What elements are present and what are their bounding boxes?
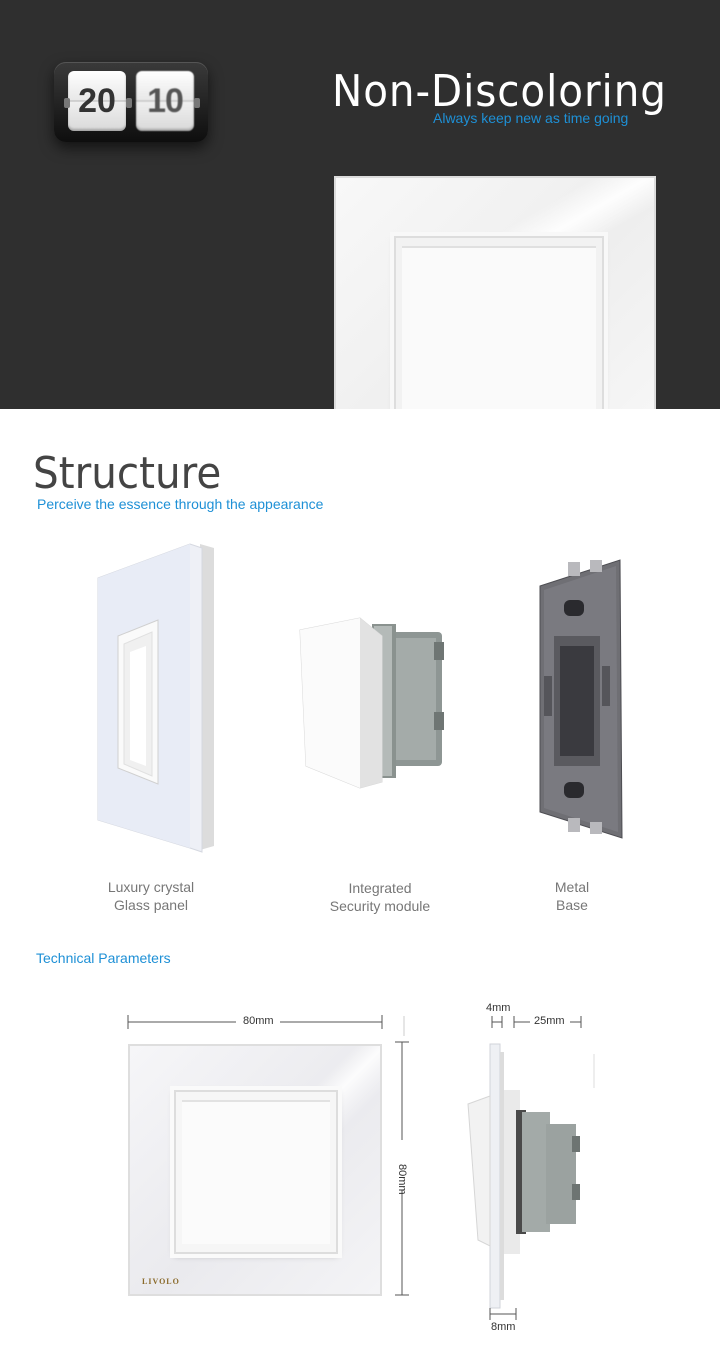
side-dimension-lines [491,1016,582,1028]
component-label-metal-base: Metal Base [522,878,622,914]
flip-clock-icon: 20 10 [54,62,208,142]
depth-back-label: 25mm [534,1015,565,1027]
hero-subtitle: Always keep new as time going [433,110,629,126]
security-module-image [299,617,444,789]
hero-switch-panel-image [334,176,656,409]
component-label-glass-panel: Luxury crystal Glass panel [76,878,226,914]
bottom-depth-label: 8mm [491,1321,516,1333]
hero-title: Non-Discoloring [332,66,667,117]
bottom-dimension-line [489,1308,517,1320]
rocker-face [402,246,596,409]
component-label-line: Base [556,897,588,913]
component-label-line: Integrated [348,880,412,896]
hero-section: 20 10 Non-Discoloring Always keep new as… [0,0,720,409]
depth-front-label: 4mm [486,1002,511,1014]
switch-rocker [394,236,604,409]
hinge-icon [126,98,132,108]
metal-base-image [539,559,623,839]
glass-panel-image [97,543,214,853]
component-label-line: Glass panel [114,897,188,913]
component-label-line: Luxury crystal [107,879,195,895]
height-dimension-line [395,1041,409,1296]
front-rocker [174,1090,338,1254]
front-view-panel: LIVOLO [128,1044,382,1296]
rocker-face [182,1100,330,1244]
hinge-icon [194,98,200,108]
flip-clock-right-card: 10 [136,71,194,131]
flip-clock-left-card: 20 [68,71,126,131]
height-label: 80mm [396,1164,408,1195]
tick-mark [403,1016,405,1036]
glass-reflection [484,178,654,238]
component-label-security-module: Integrated Security module [305,879,455,915]
hinge-icon [64,98,70,108]
component-label-line: Metal [554,879,590,895]
width-label: 80mm [243,1015,274,1027]
brand-logo: LIVOLO [142,1277,180,1286]
structure-subtitle: Perceive the essence through the appeara… [37,496,324,512]
component-label-line: Security module [329,898,431,914]
technical-parameters-title: Technical Parameters [36,950,171,966]
width-dimension-line [127,1015,383,1029]
side-view-image [467,1043,595,1309]
structure-title: Structure [33,448,222,499]
